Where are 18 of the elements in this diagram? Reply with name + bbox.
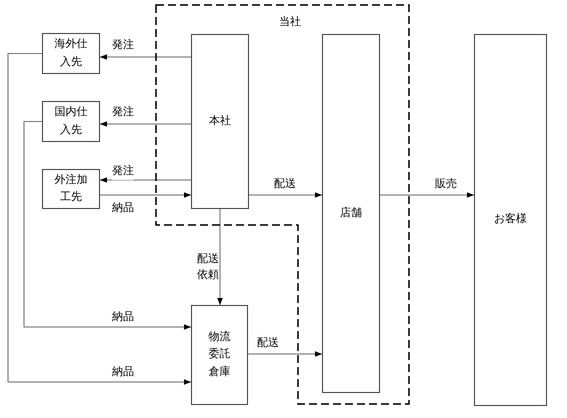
edge-label: 発注 xyxy=(112,164,134,180)
arrow xyxy=(8,53,192,385)
process-box: 外注加工先 xyxy=(42,169,100,209)
process-box: お客様 xyxy=(474,34,547,406)
arrow xyxy=(248,192,322,198)
arrow xyxy=(100,192,192,198)
arrow xyxy=(217,208,223,306)
arrow xyxy=(24,121,192,330)
arrow xyxy=(100,121,192,127)
process-box: 海外仕入先 xyxy=(42,33,100,74)
arrow xyxy=(248,351,322,357)
group-label: 当社 xyxy=(279,17,301,28)
arrow xyxy=(380,192,474,198)
process-box: 国内仕入先 xyxy=(42,101,100,142)
arrow xyxy=(100,54,192,60)
process-box: 物流委託倉庫 xyxy=(191,305,248,405)
process-box: 店舗 xyxy=(322,34,380,393)
process-box: 本社 xyxy=(191,34,249,209)
